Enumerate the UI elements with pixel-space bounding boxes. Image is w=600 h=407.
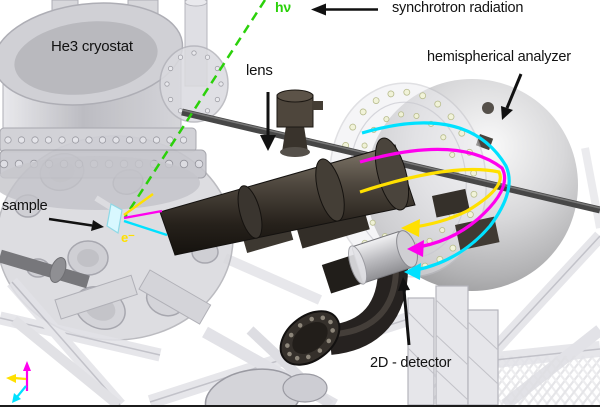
label-synchrotron-radiation: synchrotron radiation	[392, 0, 524, 16]
sample-arrowhead-icon	[91, 220, 104, 231]
axis-left-arrowhead-icon	[6, 374, 16, 383]
label-sample: sample	[2, 198, 48, 214]
label-lens: lens	[246, 62, 273, 79]
axis-down-cyan	[16, 385, 27, 398]
trajectory-yellow-arrowhead-icon	[401, 219, 420, 237]
analyzer-trajectories	[359, 121, 511, 280]
label-he3-cryostat: He3 cryostat	[51, 38, 133, 55]
trajectory-magenta	[359, 147, 507, 250]
axes-triad	[6, 361, 31, 403]
photon-beam-line	[123, 0, 267, 218]
detector-arrowhead-icon	[398, 277, 410, 291]
photon-beam-dashed	[123, 0, 267, 218]
label-2d-detector: 2D - detector	[370, 355, 452, 371]
trajectory-cyan-arrowhead-icon	[404, 263, 421, 280]
analyzer-arrowhead-icon	[501, 106, 513, 120]
trajectory-yellow	[359, 167, 502, 230]
he3-cryostat-3d	[0, 0, 229, 210]
elbow-pipe-3d	[279, 267, 408, 366]
electron-lens-tube-3d	[159, 89, 500, 256]
label-electron: e⁻	[121, 230, 135, 245]
annotation-arrows	[48, 3, 523, 346]
trajectory-magenta-arrowhead-icon	[407, 240, 424, 257]
support-truss	[0, 231, 600, 405]
axis-up-arrowhead-icon	[23, 361, 31, 371]
background-truss-far	[222, 147, 600, 305]
label-hemispherical-analyzer: hemispherical analyzer	[427, 49, 571, 65]
detector-arrow	[402, 289, 411, 346]
detector-assembly-3d	[321, 230, 418, 294]
analyzer-arrow	[505, 73, 523, 109]
label-photon-hv: hν	[275, 0, 291, 15]
electron-ray-yellow	[123, 193, 154, 216]
electron-ray-cyan	[123, 219, 168, 237]
sample-arrow	[48, 217, 93, 227]
sample-3d	[94, 195, 123, 234]
electron-rays-from-sample	[123, 193, 168, 237]
electron-ray-magenta	[123, 209, 163, 220]
trajectory-cyan	[361, 121, 511, 272]
axis-down-arrowhead-icon	[12, 393, 21, 403]
synchrotron-arrowhead-icon	[311, 3, 326, 16]
lens-arrowhead-icon	[260, 135, 276, 151]
